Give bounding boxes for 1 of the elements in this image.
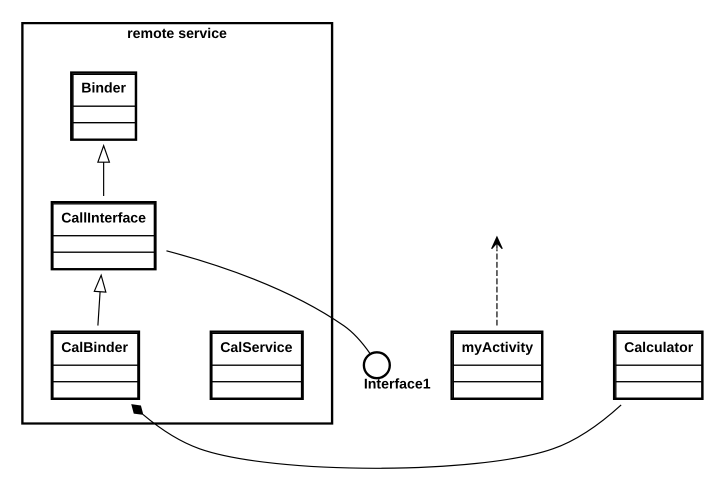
node-label: Interface1 xyxy=(364,374,431,391)
